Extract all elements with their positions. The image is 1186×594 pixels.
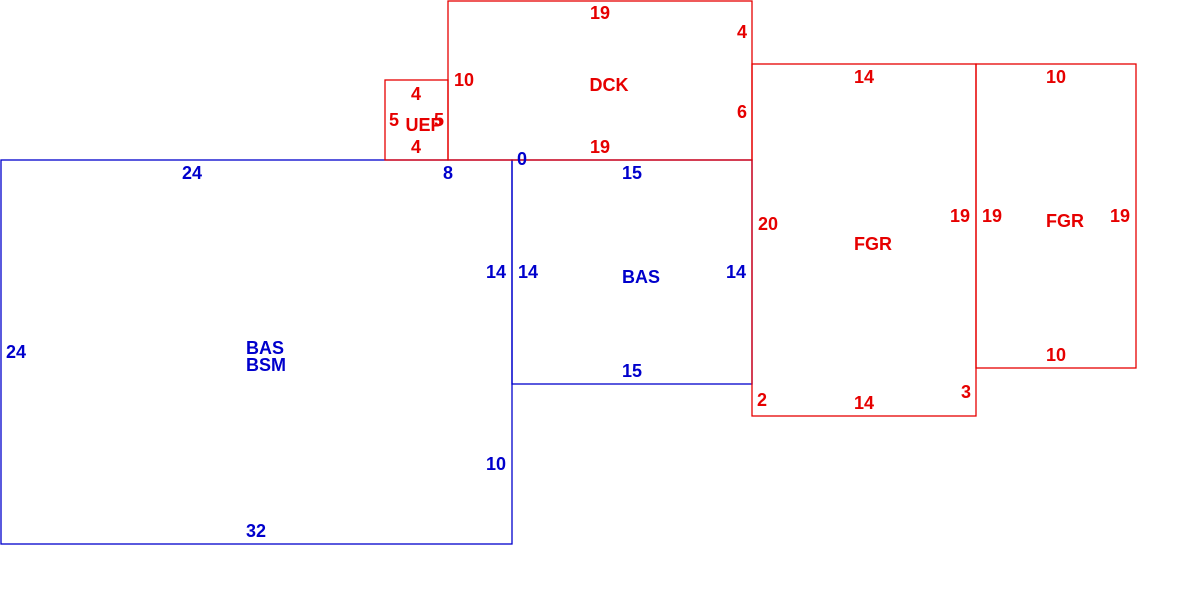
fgr-right-dim-top: 10 bbox=[1046, 67, 1066, 87]
area-outlines bbox=[0, 0, 1137, 545]
fgr-right-dim-bottom: 10 bbox=[1046, 345, 1066, 365]
bas-dim-right: 14 bbox=[726, 262, 746, 282]
bas-area: BAS 0 15 14 14 15 bbox=[517, 149, 746, 381]
uep-label: UEP bbox=[405, 115, 442, 135]
uep-dim-top: 4 bbox=[411, 84, 421, 104]
dck-dim-top: 19 bbox=[590, 3, 610, 23]
fgr-left-dim-bottom-left: 2 bbox=[757, 390, 767, 410]
bas-label: BAS bbox=[622, 267, 660, 287]
bas-bsm-dim-bottom: 32 bbox=[246, 521, 266, 541]
dck-dim-right-lower: 6 bbox=[737, 102, 747, 122]
fgr-left-area: FGR 14 20 19 14 2 3 bbox=[757, 67, 971, 413]
dck-label: DCK bbox=[590, 75, 629, 95]
dck-dim-left: 10 bbox=[454, 70, 474, 90]
bas-bsm-label-line-1: BAS bbox=[246, 338, 284, 358]
bas-dim-bottom: 15 bbox=[622, 361, 642, 381]
uep-dim-bottom: 4 bbox=[411, 137, 421, 157]
uep-dim-right: 5 bbox=[434, 110, 444, 130]
bas-dim-top: 15 bbox=[622, 163, 642, 183]
bas-bsm-dim-top-right: 8 bbox=[443, 163, 453, 183]
fgr-right-area: FGR 10 19 19 10 bbox=[982, 67, 1130, 365]
fgr-right-dim-left: 19 bbox=[982, 206, 1002, 226]
bas-bsm-dim-right-lower: 10 bbox=[486, 454, 506, 474]
bas-dim-left: 14 bbox=[518, 262, 538, 282]
uep-dim-left: 5 bbox=[389, 110, 399, 130]
fgr-right-dim-right: 19 bbox=[1110, 206, 1130, 226]
dck-dim-right-upper: 4 bbox=[737, 22, 747, 42]
fgr-left-dim-bottom-right: 3 bbox=[961, 382, 971, 402]
fgr-left-dim-top: 14 bbox=[854, 67, 874, 87]
fgr-left-dim-bottom: 14 bbox=[854, 393, 874, 413]
bas-bsm-dim-right-upper: 14 bbox=[486, 262, 506, 282]
fgr-right-outline[interactable] bbox=[975, 63, 1137, 369]
bas-bsm-label-line-2: BSM bbox=[246, 355, 286, 375]
fgr-right-label: FGR bbox=[1046, 211, 1084, 231]
fgr-left-label: FGR bbox=[854, 234, 892, 254]
dck-area: DCK 19 10 4 6 19 bbox=[454, 3, 747, 157]
dck-dim-bottom: 19 bbox=[590, 137, 610, 157]
bas-dim-corner: 0 bbox=[517, 149, 527, 169]
fgr-left-dim-right: 19 bbox=[950, 206, 970, 226]
bas-bsm-area: BAS BSM 24 8 24 14 10 32 bbox=[6, 163, 506, 541]
bas-bsm-dim-top-left: 24 bbox=[182, 163, 202, 183]
bas-bsm-dim-left: 24 bbox=[6, 342, 26, 362]
uep-area: UEP 4 5 5 4 bbox=[389, 84, 444, 157]
fgr-left-dim-left: 20 bbox=[758, 214, 778, 234]
